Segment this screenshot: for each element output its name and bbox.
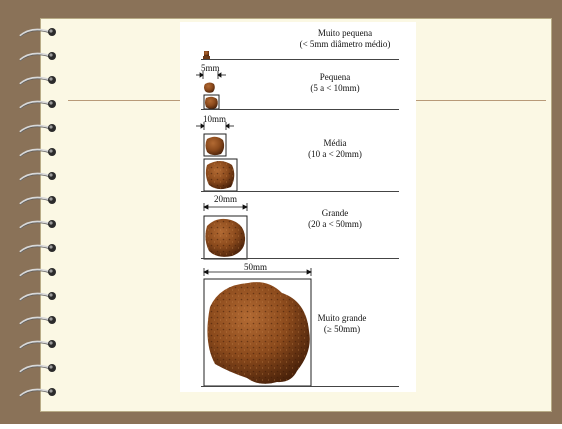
spiral-ring (20, 292, 56, 301)
category-name: Muito grande (312, 313, 372, 324)
large-aggregate (204, 216, 247, 259)
category-medium: Média (10 a < 20mm) (290, 138, 380, 160)
category-range: (10 a < 20mm) (290, 149, 380, 160)
medium-aggregate (204, 134, 237, 191)
spiral-ring (20, 244, 56, 253)
page-rule-right (416, 100, 546, 101)
separator (201, 109, 399, 110)
category-range: (≥ 50mm) (312, 324, 372, 335)
category-name: Pequena (290, 72, 380, 83)
separator (201, 191, 399, 192)
spiral-ring (20, 100, 56, 109)
spiral-ring (20, 220, 56, 229)
category-small: Pequena (5 a < 10mm) (290, 72, 380, 94)
dimension-label-small: 5mm (201, 63, 220, 73)
spiral-ring (20, 124, 56, 133)
spiral-ring (20, 76, 56, 85)
spiral-ring (20, 196, 56, 205)
category-range: (20 a < 50mm) (290, 219, 380, 230)
category-name: Muito pequena (280, 28, 410, 39)
spiral-ring (20, 172, 56, 181)
separator (201, 59, 399, 60)
page-rule-left (68, 100, 180, 101)
aggregate-size-diagram: 5mm 10mm 20mm 50mm Muito pequena (< 5mm … (180, 22, 416, 392)
dimension-label-very-large: 50mm (244, 262, 267, 272)
spiral-ring (20, 364, 56, 373)
spiral-binding (0, 0, 80, 424)
spiral-rings (0, 0, 80, 424)
category-range: (5 a < 10mm) (290, 83, 380, 94)
category-name: Média (290, 138, 380, 149)
category-name: Grande (290, 208, 380, 219)
category-range: (< 5mm diâmetro médio) (280, 39, 410, 50)
category-large: Grande (20 a < 50mm) (290, 208, 380, 230)
small-aggregate (204, 83, 219, 110)
spiral-ring (20, 28, 56, 37)
very-small-aggregate (203, 51, 210, 59)
dimension-label-medium: 10mm (203, 114, 226, 124)
spiral-ring (20, 316, 56, 325)
category-very-large: Muito grande (≥ 50mm) (312, 313, 372, 335)
separator (201, 386, 399, 387)
spiral-ring (20, 148, 56, 157)
category-very-small: Muito pequena (< 5mm diâmetro médio) (280, 28, 410, 50)
spiral-ring (20, 268, 56, 277)
very-large-aggregate (204, 279, 311, 386)
separator (201, 258, 399, 259)
spiral-ring (20, 340, 56, 349)
spiral-ring (20, 52, 56, 61)
spiral-ring (20, 388, 56, 397)
dimension-label-large: 20mm (214, 194, 237, 204)
